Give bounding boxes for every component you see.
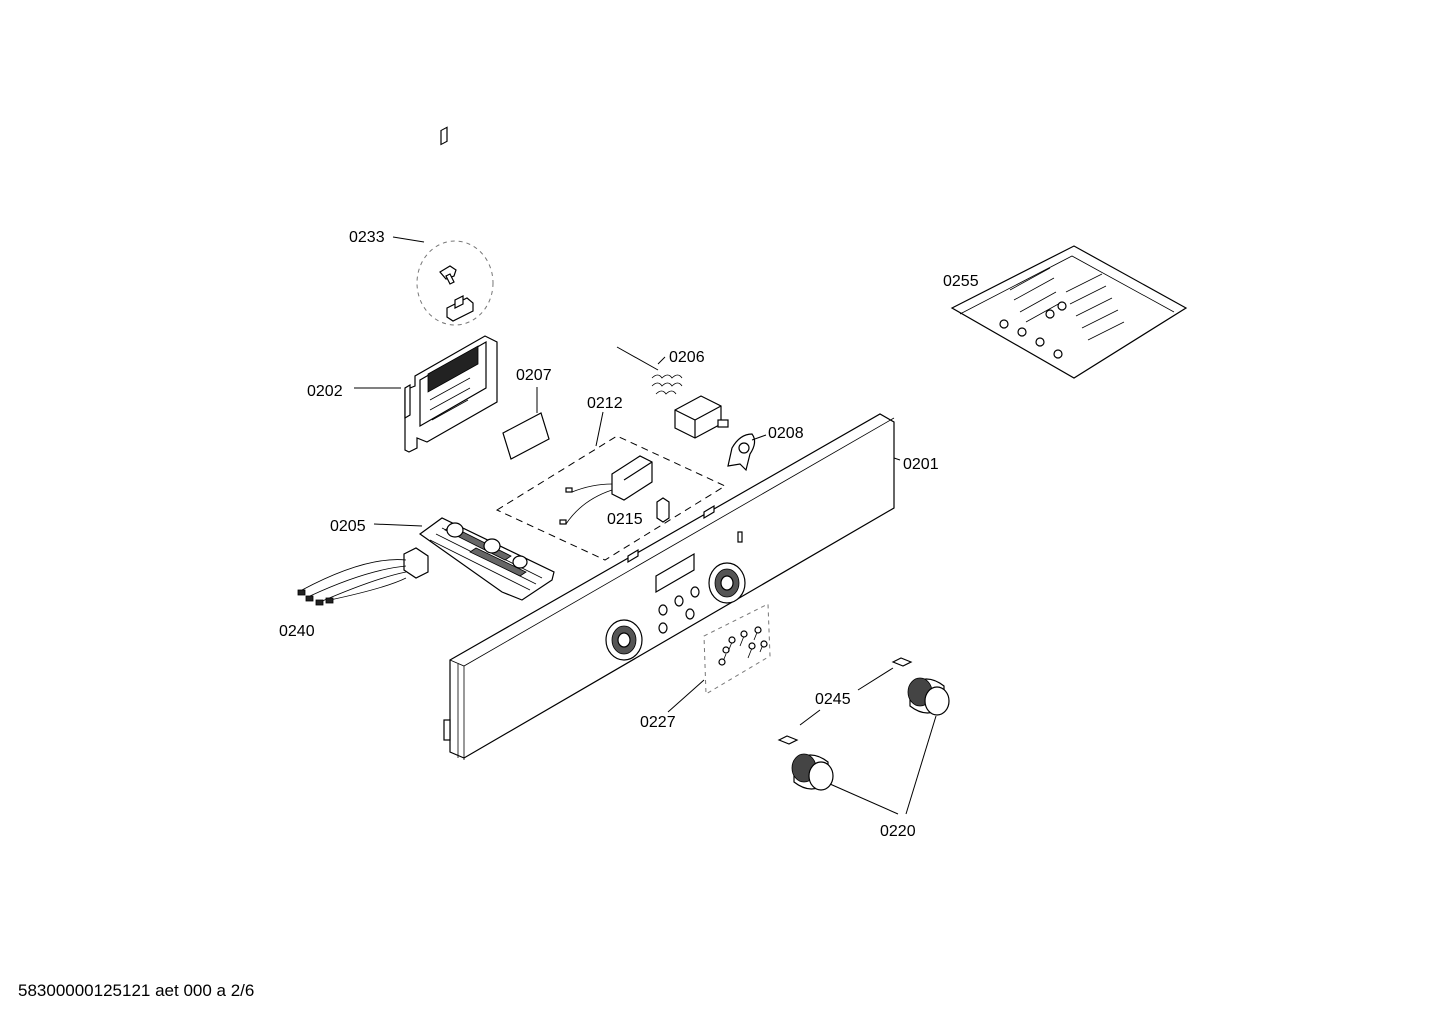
part-0245-insert-upper <box>891 657 913 667</box>
rosette-left <box>605 619 643 661</box>
part-0255-screw-bag <box>950 245 1188 379</box>
part-0201-control-panel <box>443 413 895 760</box>
rosette-right <box>708 562 746 604</box>
label-0220: 0220 <box>880 823 916 840</box>
part-0207-plate <box>502 412 550 460</box>
label-0215: 0215 <box>607 511 643 528</box>
part-0233-screw-clip <box>416 240 494 326</box>
label-0233: 0233 <box>349 229 385 246</box>
label-0202: 0202 <box>307 383 343 400</box>
label-0245: 0245 <box>815 691 851 708</box>
part-0220-knob-upper <box>907 677 950 716</box>
part-0240-wiring-harness <box>297 547 429 606</box>
label-0212: 0212 <box>587 395 623 412</box>
label-0207: 0207 <box>516 367 552 384</box>
drawing-reference: 58300000125121 aet 000 a 2/6 <box>18 981 255 1000</box>
label-0205: 0205 <box>330 518 366 535</box>
label-0240: 0240 <box>279 623 315 640</box>
label-0206: 0206 <box>669 349 705 366</box>
part-0215-clip <box>656 497 670 523</box>
part-0208-bracket <box>727 433 756 472</box>
label-0201: 0201 <box>903 456 939 473</box>
label-0208: 0208 <box>768 425 804 442</box>
part-0245-insert-lower <box>777 735 799 745</box>
part-0205-circuit-board <box>418 517 555 601</box>
part-0206-thermostat <box>616 346 729 439</box>
label-0227: 0227 <box>640 714 676 731</box>
label-0255: 0255 <box>943 273 979 290</box>
part-0220-knob-lower <box>791 753 834 791</box>
part-0212-switch-assembly <box>495 435 727 561</box>
part-0227-button-pins <box>703 603 771 695</box>
part-0202-control-module <box>404 126 498 453</box>
